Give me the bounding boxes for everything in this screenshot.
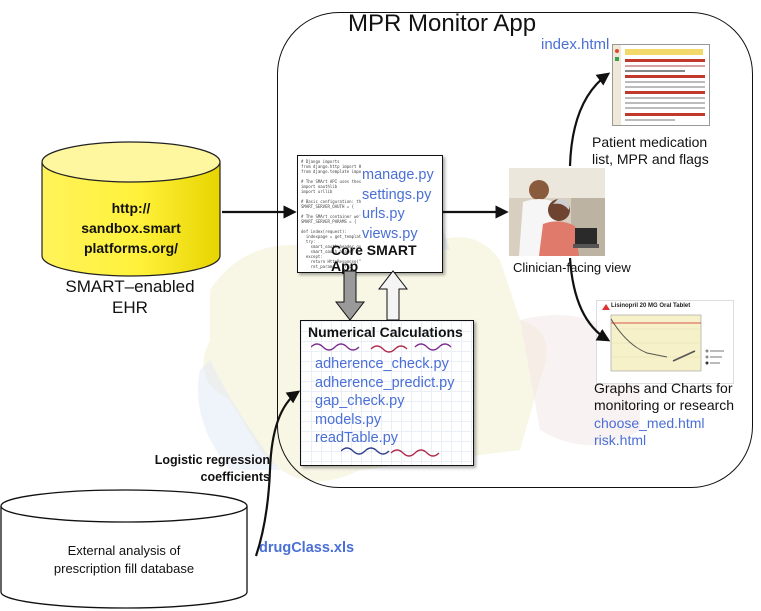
ehr-database-cylinder-icon [41, 141, 221, 277]
file-name: models.py [315, 411, 382, 428]
coefficients-label-line: Logistic regression [154, 453, 270, 467]
clinician-to-charts-arrow [568, 257, 611, 342]
file-name: manage.py [362, 167, 434, 183]
external-db-caption: External analysis of prescription fill d… [0, 542, 248, 578]
coefficients-label-line: coefficients [200, 470, 270, 484]
core-smart-app-box: # Django imports from django.http import… [297, 155, 443, 274]
index-file-label: index.html [541, 36, 610, 53]
caption-line: monitoring or research [594, 397, 735, 413]
ehr-url-line: platforms.org/ [83, 240, 179, 256]
drug-class-file: drugClass.xls [259, 540, 355, 556]
caption-line: list, MPR and flags [592, 151, 709, 167]
clinician-to-patient-list-arrow [568, 72, 611, 167]
file-name: settings.py [362, 186, 432, 203]
caption-line: Graphs and Charts for [594, 380, 733, 396]
external-db-line: External analysis of [67, 543, 181, 558]
ehr-url-line: http:// [111, 200, 151, 216]
chart-thumbnail: Lisinopril 20 MG Oral Tablet [596, 300, 734, 384]
file-name: urls.py [362, 206, 405, 222]
ehr-caption-line: EHR [112, 298, 148, 317]
mpr-app-boundary [277, 12, 753, 488]
numerical-title: Numerical Calculations [308, 324, 463, 340]
code-snippet: # Django imports from django.http import… [301, 159, 361, 269]
chart-thumbnail-plot [602, 304, 724, 372]
numerical-calculations-box: Numerical Calculations adherence_check.p… [300, 320, 474, 466]
external-db-line: prescription fill database [53, 561, 195, 576]
graph-file-list: choose_med.html risk.html [594, 415, 705, 449]
caption-line: Patient medication [592, 134, 708, 150]
ehr-caption: SMART–enabled EHR [30, 276, 230, 318]
clinician-photo [509, 168, 605, 256]
external-database-cylinder-icon [0, 489, 248, 609]
squiggle-decoration [341, 447, 440, 457]
core-file-list: manage.py settings.py urls.py views.py [362, 166, 434, 244]
patient-list-thumbnail [612, 44, 710, 126]
file-name: choose_med.html [594, 415, 705, 431]
ehr-caption-line: SMART–enabled [65, 277, 195, 296]
bidirectional-arrows-icon [335, 270, 409, 321]
coefficients-label: Logistic regression coefficients [120, 452, 270, 486]
graphs-caption: Graphs and Charts for monitoring or rese… [594, 380, 734, 414]
patient-list-caption: Patient medication list, MPR and flags [592, 134, 709, 168]
file-name: adherence_predict.py [315, 374, 455, 391]
app-title: MPR Monitor App [348, 10, 537, 37]
squiggle-decoration [311, 343, 452, 353]
chart-thumbnail-title: Lisinopril 20 MG Oral Tablet [611, 303, 691, 309]
file-name: views.py [362, 225, 418, 242]
ehr-url-line: sandbox.smart [81, 220, 181, 236]
file-name: gap_check.py [315, 393, 405, 409]
drugclass-to-numerical-arrow [254, 390, 301, 557]
ehr-url: http:// sandbox.smart platforms.org/ [60, 198, 202, 258]
core-app-title: Core SMART App [331, 242, 417, 274]
numerical-file-list: adherence_check.py adherence_predict.py … [315, 355, 454, 448]
file-name: readTable.py [315, 430, 399, 446]
file-name: adherence_check.py [315, 356, 449, 372]
file-name: risk.html [594, 432, 647, 448]
